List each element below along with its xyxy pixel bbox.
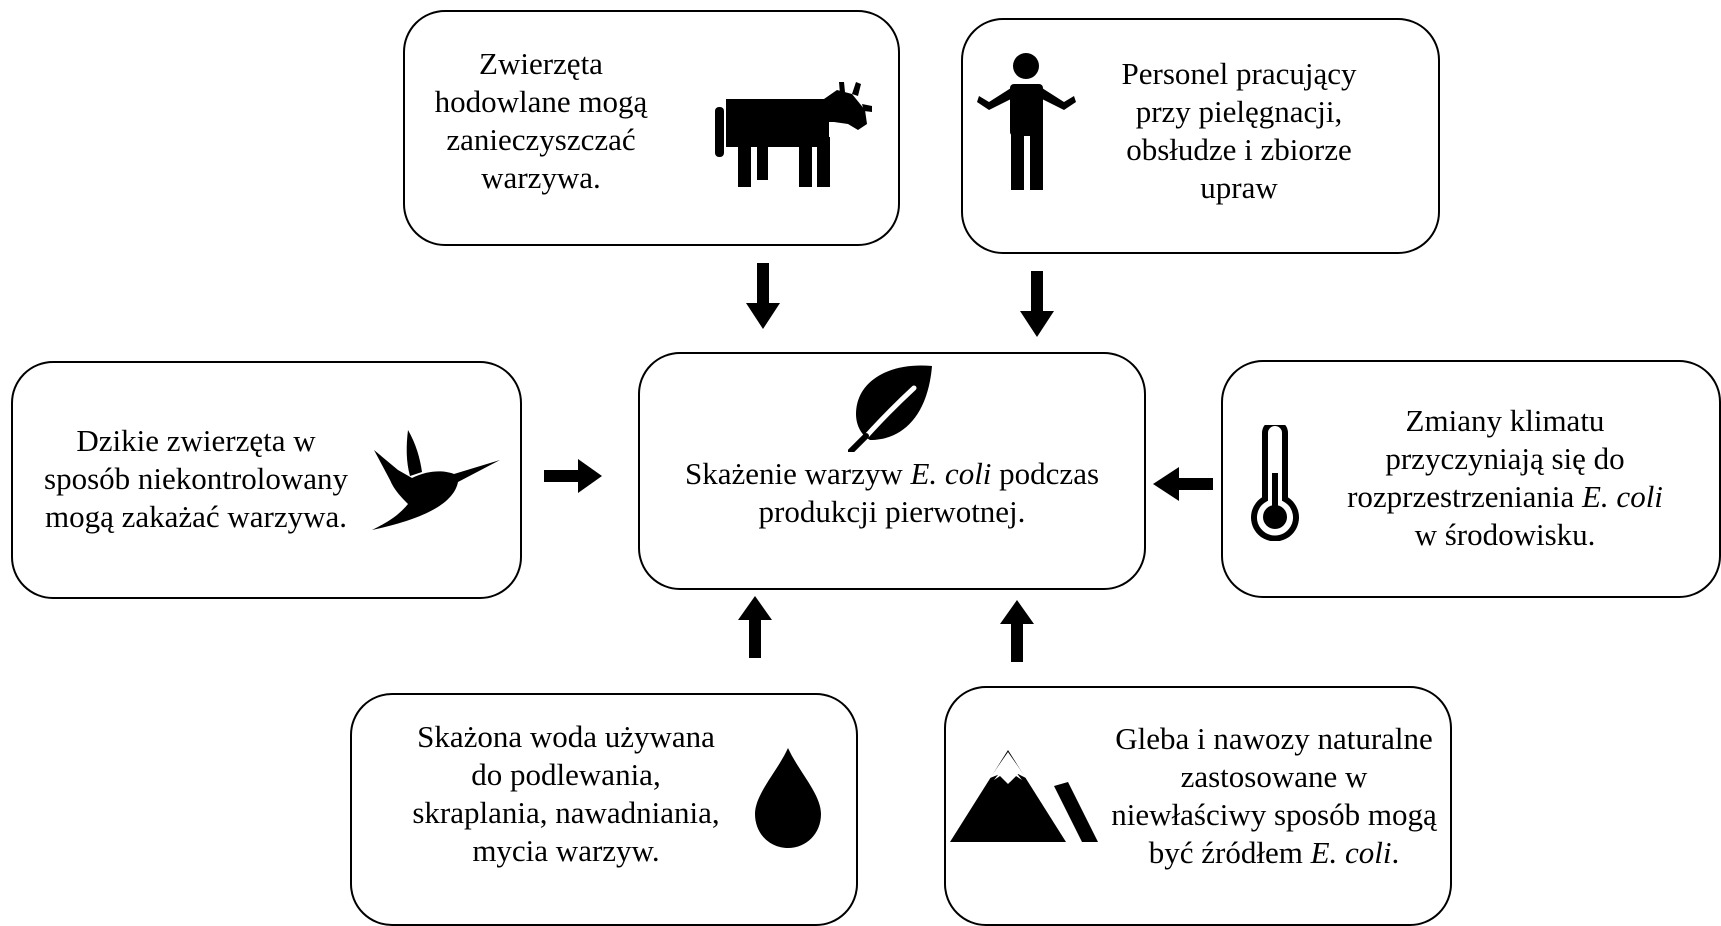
- arrow-water-to-center: [738, 596, 772, 658]
- thermometer-icon: [1251, 425, 1299, 541]
- center-text: Skażenie warzyw E. coli podczas produkcj…: [684, 456, 1100, 529]
- person-icon: [977, 53, 1076, 190]
- livestock-text: Zwierzęta hodowlane mogą zanieczyszczać …: [434, 46, 648, 195]
- water-text: Skażona woda używana do podlewania, skra…: [412, 719, 720, 868]
- climate-box: [1221, 360, 1721, 598]
- arrow-climate-to-center: [1153, 467, 1213, 501]
- hummingbird-icon: [372, 430, 500, 530]
- mountain-icon: [950, 750, 1098, 842]
- personnel-text: Personel pracujący przy pielęgnacji, obs…: [1121, 56, 1357, 205]
- climate-text: Zmiany klimatu przyczyniają się do rozpr…: [1347, 403, 1663, 552]
- arrow-livestock-to-center: [746, 263, 780, 329]
- cow-icon: [715, 82, 872, 187]
- wildlife-text: Dzikie zwierzęta w sposób niekontrolowan…: [44, 423, 348, 534]
- soil-text: Gleba i nawozy naturalne zastosowane w n…: [1111, 721, 1437, 870]
- leaf-icon: [848, 365, 932, 452]
- arrow-personnel-to-center: [1020, 271, 1054, 337]
- water-drop-icon: [755, 748, 821, 848]
- arrow-wildlife-to-center: [544, 459, 602, 493]
- arrow-soil-to-center: [1000, 600, 1034, 662]
